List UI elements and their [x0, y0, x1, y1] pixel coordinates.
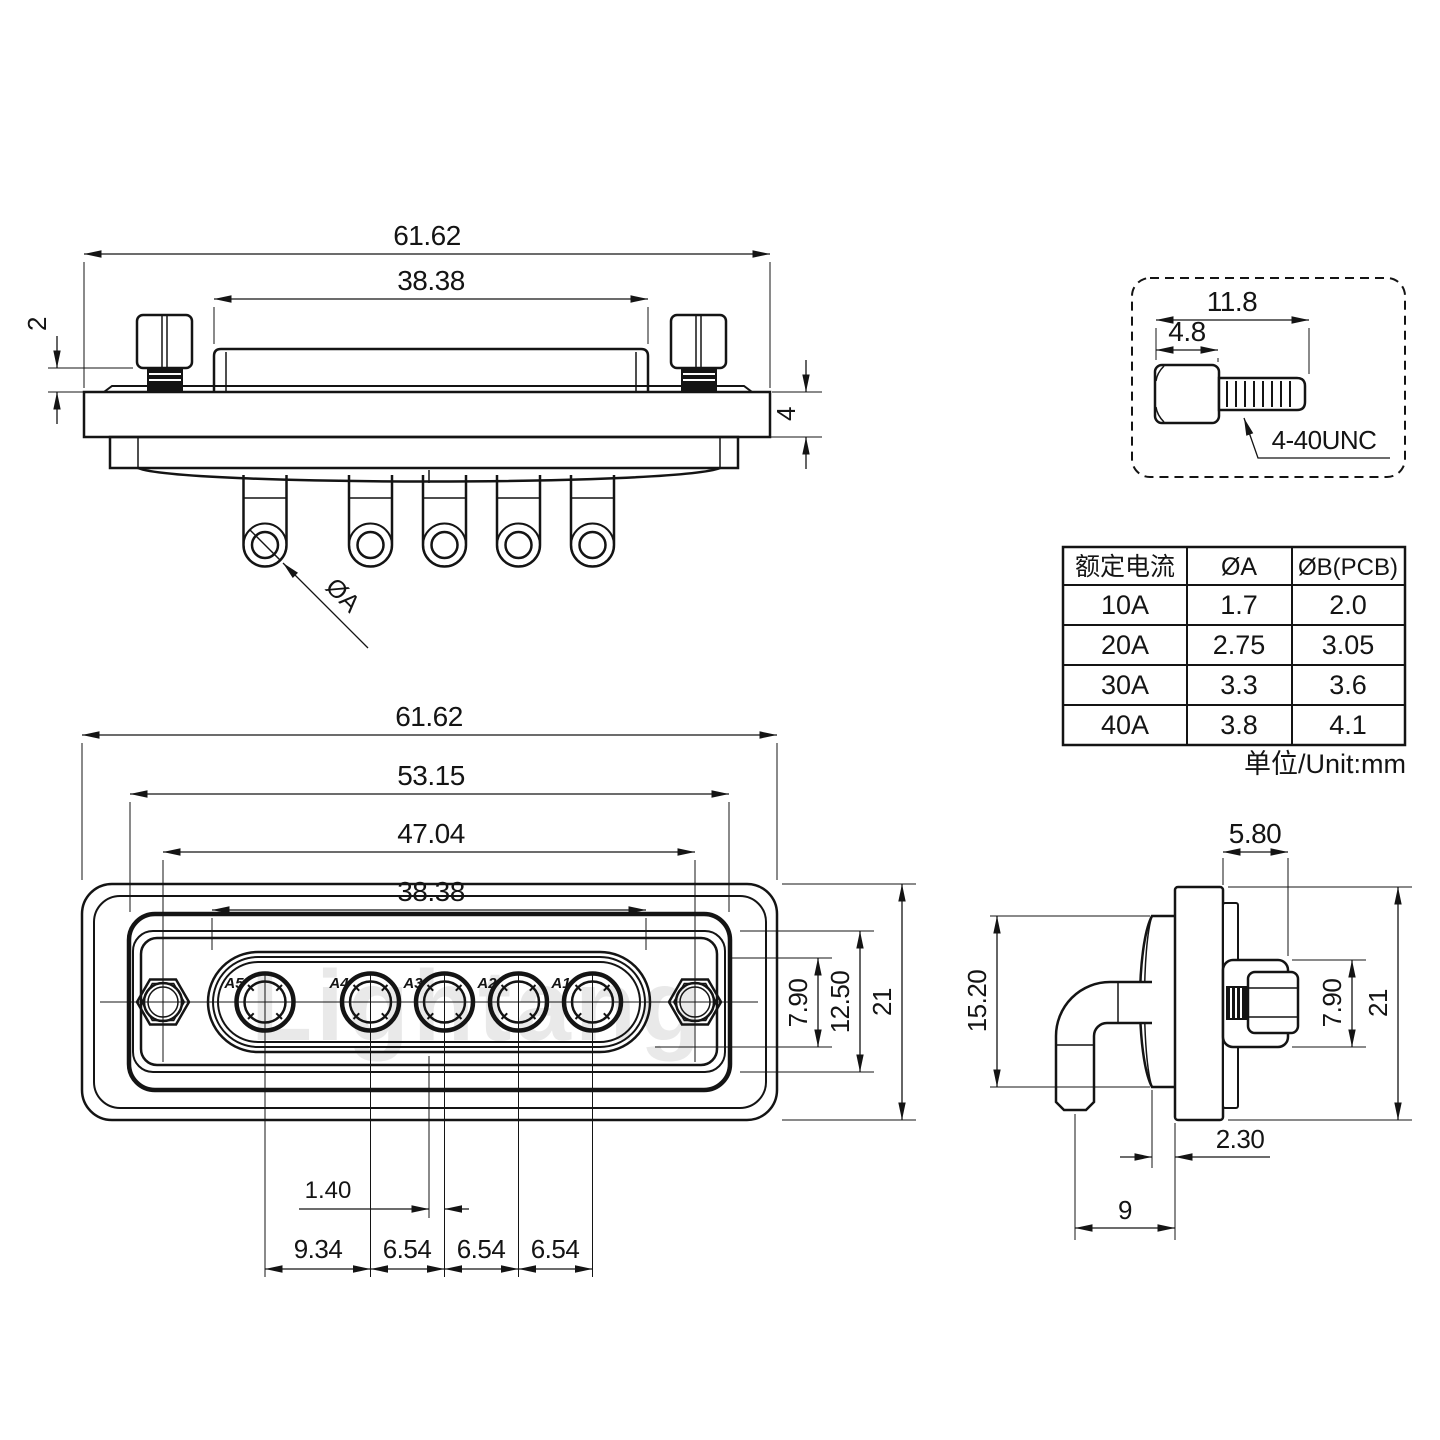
boot-height-label: 15.20 — [962, 970, 992, 1033]
terminal-a1 — [569, 473, 616, 568]
pitch-chain-dims: 9.34 6.54 6.54 6.54 — [265, 1234, 593, 1273]
terminal-a3 — [421, 473, 468, 568]
right-jackscrew — [669, 313, 728, 392]
svg-text:4.1: 4.1 — [1329, 710, 1367, 740]
table-row: 10A 1.7 2.0 — [1101, 590, 1367, 620]
svg-text:3.05: 3.05 — [1322, 630, 1375, 660]
insert-height-label: 7.90 — [783, 979, 813, 1028]
side-flange-height-label: 21 — [1363, 989, 1393, 1017]
left-jackscrew — [135, 313, 194, 392]
front-mount-span-dim: 47.04 — [397, 818, 465, 849]
setback-label: 2.30 — [1216, 1124, 1265, 1154]
bent-pin — [1054, 980, 1152, 1112]
pin-label-a1: A1 — [550, 975, 570, 992]
thread-exposed-dim: 2 — [22, 317, 133, 424]
svg-text:2.0: 2.0 — [1329, 590, 1367, 620]
table-row: 40A 3.8 4.1 — [1101, 710, 1367, 740]
svg-text:1.7: 1.7 — [1220, 590, 1258, 620]
solder-terminals — [242, 473, 616, 568]
top-body-width-dim: 38.38 — [397, 265, 465, 296]
opening-height-label: 12.50 — [825, 971, 855, 1034]
table-header-dia-b: ØB(PCB) — [1298, 554, 1398, 581]
unit-note: 单位/Unit:mm — [1244, 749, 1406, 779]
pin-depth-label: 9 — [1118, 1195, 1132, 1225]
pin-label-a4: A4 — [328, 975, 349, 992]
svg-text:20A: 20A — [1101, 630, 1149, 660]
jackscrew-detail — [1153, 363, 1307, 425]
terminal-a2 — [495, 473, 542, 568]
svg-text:3.8: 3.8 — [1220, 710, 1258, 740]
svg-text:3.6: 3.6 — [1329, 670, 1367, 700]
front-flange-height-label: 21 — [867, 988, 897, 1016]
spec-table: 额定电流 ØA ØB(PCB) 10A 1.7 2.0 20A 2.75 3.0… — [1061, 545, 1407, 779]
front-view: 61.62 53.15 47.04 38.38 — [80, 701, 916, 1277]
front-body-width-dim: 38.38 — [397, 876, 465, 907]
side-view: 5.80 21 7.90 15.20 2.30 9 — [962, 818, 1412, 1240]
setback-dim: 2.30 — [1120, 1090, 1270, 1240]
flange-thickness-dim: 4 — [742, 360, 822, 469]
pitch-c-label: 6.54 — [457, 1234, 506, 1264]
table-header-dia-a: ØA — [1221, 553, 1257, 581]
terminal-a4 — [347, 473, 394, 568]
table-row: 20A 2.75 3.05 — [1101, 630, 1374, 660]
pin-diameter-label: ØA — [320, 573, 366, 619]
pin-label-a5: A5 — [223, 975, 244, 992]
shell-height-label: 7.90 — [1317, 979, 1347, 1028]
svg-text:10A: 10A — [1101, 590, 1149, 620]
screw-total-length-dim: 11.8 — [1207, 286, 1257, 317]
front-rim-width-dim: 53.15 — [397, 760, 465, 791]
svg-text:3.3: 3.3 — [1220, 670, 1258, 700]
table-header-current: 额定电流 — [1075, 553, 1175, 581]
screw-detail-view: 11.8 4.8 4-40UNC — [1131, 277, 1406, 478]
pin-depth-dim: 9 — [1074, 1114, 1175, 1240]
terminal-a5 — [242, 473, 288, 568]
pitch-d-label: 6.54 — [531, 1234, 580, 1264]
top-view: 61.62 38.38 — [22, 220, 822, 649]
pin-label-a2: A2 — [476, 975, 497, 992]
table-row: 30A 3.3 3.6 — [1101, 670, 1367, 700]
jackscrew-side — [1226, 970, 1300, 1035]
screw-head-length-dim: 4.8 — [1168, 316, 1205, 347]
thread-exposed-label: 2 — [22, 317, 52, 331]
center-offset-label: 1.40 — [305, 1177, 352, 1204]
front-overall-width-dim: 61.62 — [395, 701, 463, 732]
svg-text:40A: 40A — [1101, 710, 1149, 740]
top-overall-width-dim: 61.62 — [393, 220, 461, 251]
svg-text:2.75: 2.75 — [1213, 630, 1266, 660]
detail-boundary — [1131, 277, 1406, 478]
pitch-a-label: 9.34 — [294, 1234, 343, 1264]
flange-thickness-label: 4 — [771, 407, 801, 421]
svg-text:30A: 30A — [1101, 670, 1149, 700]
thread-spec-label: 4-40UNC — [1272, 425, 1377, 455]
flange-side — [1173, 885, 1225, 1122]
pin-label-a3: A3 — [402, 975, 423, 992]
pitch-b-label: 6.54 — [383, 1234, 432, 1264]
front-height-dims: 7.90 12.50 21 — [655, 883, 916, 1121]
center-offset-dim: 1.40 — [299, 1177, 469, 1213]
shell-depth-dim: 5.80 — [1229, 818, 1282, 849]
flange-top — [82, 385, 772, 483]
